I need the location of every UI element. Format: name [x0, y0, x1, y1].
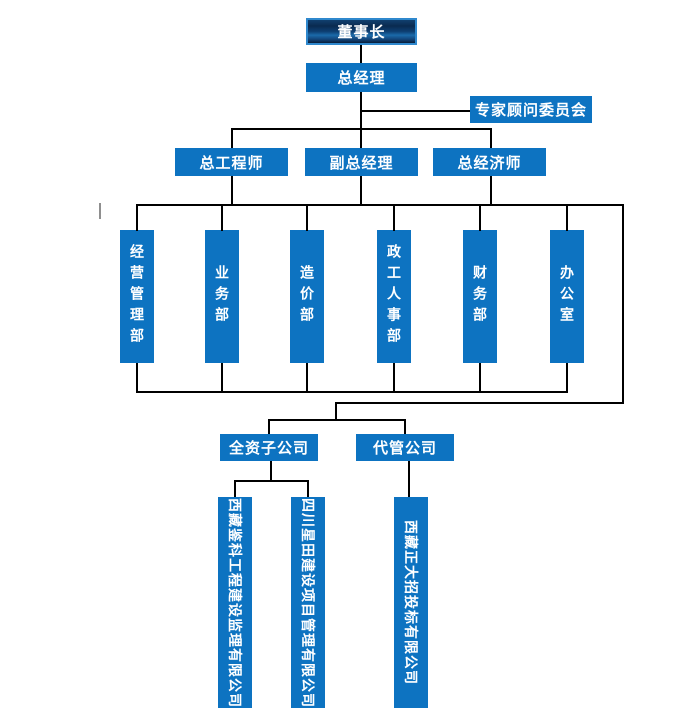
node-finance-dept: 财务部: [463, 230, 497, 363]
node-chief-economist: 总经济师: [433, 148, 546, 176]
node-deputy-general-manager-label: 副总经理: [329, 154, 394, 172]
node-office: 办公室: [550, 230, 584, 363]
connector-line: [490, 176, 492, 206]
connector-line: [270, 461, 272, 481]
node-company-tibet-jianke: 西藏鉴科工程建设监理有限公司: [218, 497, 252, 708]
connector-line: [231, 128, 492, 130]
connector-line: [360, 45, 362, 63]
connector-line: [566, 205, 568, 231]
node-company-tibet-zhengda: 西藏正大招投标有限公司: [394, 497, 428, 708]
connector-line: [136, 391, 568, 393]
connector-line: [221, 363, 223, 392]
node-company-tibet-jianke-label: 西藏鉴科工程建设监理有限公司: [227, 497, 243, 708]
node-managed-companies-label: 代管公司: [372, 440, 437, 457]
connector-line: [234, 481, 236, 497]
node-chief-economist-label: 总经济师: [457, 154, 522, 172]
node-expert-advisory-committee: 专家顾问委员会: [470, 96, 592, 123]
node-wholly-owned-subsidiaries-label: 全资子公司: [228, 440, 309, 457]
connector-line: [408, 461, 410, 497]
node-general-manager-label: 总经理: [337, 70, 386, 87]
node-general-manager: 总经理: [306, 63, 417, 92]
connector-line: [404, 420, 406, 434]
connector-line: [136, 204, 624, 206]
node-operations-management-dept: 经营管理部: [120, 230, 154, 363]
node-expert-advisory-committee-label: 专家顾问委员会: [474, 102, 587, 119]
connector-line: [490, 130, 492, 148]
connector-line: [335, 403, 337, 420]
node-cost-dept: 造价部: [290, 230, 324, 363]
connector-line: [360, 92, 362, 148]
connector-line: [231, 176, 233, 206]
node-deputy-general-manager: 副总经理: [305, 148, 418, 176]
connector-line: [566, 363, 568, 392]
connector-line: [234, 480, 309, 482]
connector-line: [393, 363, 395, 392]
node-chairman-label: 董事长: [337, 24, 386, 41]
connector-line: [221, 205, 223, 231]
connector-line: [393, 205, 395, 231]
node-finance-dept-label: 财务部: [472, 265, 488, 328]
connector-line: [268, 419, 406, 421]
node-chairman: 董事长: [306, 18, 417, 45]
node-business-dept-label: 业务部: [214, 265, 230, 328]
connector-line: [335, 402, 624, 404]
node-company-tibet-zhengda-label: 西藏正大招投标有限公司: [403, 520, 419, 685]
node-company-sichuan-xingtian: 四川星田建设项目管理有限公司: [291, 497, 325, 708]
connector-line: [360, 176, 362, 206]
node-chief-engineer-label: 总工程师: [199, 154, 264, 172]
connector-line: [307, 481, 309, 497]
connector-line: [231, 130, 233, 148]
node-wholly-owned-subsidiaries: 全资子公司: [220, 434, 318, 461]
node-company-sichuan-xingtian-label: 四川星田建设项目管理有限公司: [300, 497, 316, 708]
node-political-personnel-dept-label: 政工人事部: [386, 244, 402, 349]
connector-line: [622, 205, 624, 404]
node-managed-companies: 代管公司: [356, 434, 454, 461]
connector-line: [306, 205, 308, 231]
connector-line: [306, 363, 308, 392]
connector-line: [361, 110, 470, 112]
connector-line: [479, 363, 481, 392]
connector-line: [136, 205, 138, 231]
node-business-dept: 业务部: [205, 230, 239, 363]
connector-line: [268, 420, 270, 434]
node-political-personnel-dept: 政工人事部: [377, 230, 411, 363]
node-office-label: 办公室: [559, 265, 575, 328]
node-operations-management-dept-label: 经营管理部: [129, 244, 145, 349]
connector-line: [479, 205, 481, 231]
connector-line: [136, 363, 138, 392]
node-cost-dept-label: 造价部: [299, 265, 315, 328]
node-chief-engineer: 总工程师: [175, 148, 288, 176]
stray-mark: [99, 203, 101, 219]
